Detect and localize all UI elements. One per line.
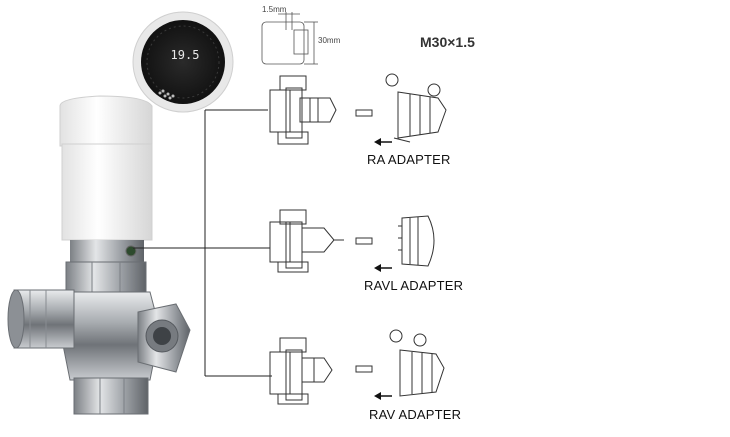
ravl-pin [355, 237, 373, 245]
rav-pin [355, 365, 373, 373]
ra-arrow-icon [374, 138, 392, 146]
dimension-depth: 30mm [318, 36, 341, 45]
thread-spec-label: M30×1.5 [420, 34, 475, 50]
rav-valve-drawing [269, 337, 333, 405]
ravl-valve-drawing [269, 209, 344, 273]
ra-pin [355, 109, 373, 117]
display-reading: 19.5 [170, 48, 200, 62]
rav-adapter-label: RAV ADAPTER [369, 407, 462, 422]
ra-adapter-drawing [385, 73, 447, 143]
rav-arrow-icon [374, 392, 392, 400]
dimension-thickness: 1.5mm [262, 5, 287, 14]
thermostat-top-view [132, 11, 234, 113]
ra-valve-drawing [269, 75, 337, 145]
dimension-drawing [261, 12, 318, 65]
connector-bracket [133, 109, 272, 377]
ra-adapter-label: RA ADAPTER [367, 152, 451, 167]
thermostat-valve-photo [7, 95, 191, 415]
rav-adapter-drawing [389, 329, 445, 397]
ravl-arrow-icon [374, 264, 392, 272]
ravl-adapter-drawing [398, 215, 435, 267]
ravl-adapter-label: RAVL ADAPTER [364, 278, 464, 293]
